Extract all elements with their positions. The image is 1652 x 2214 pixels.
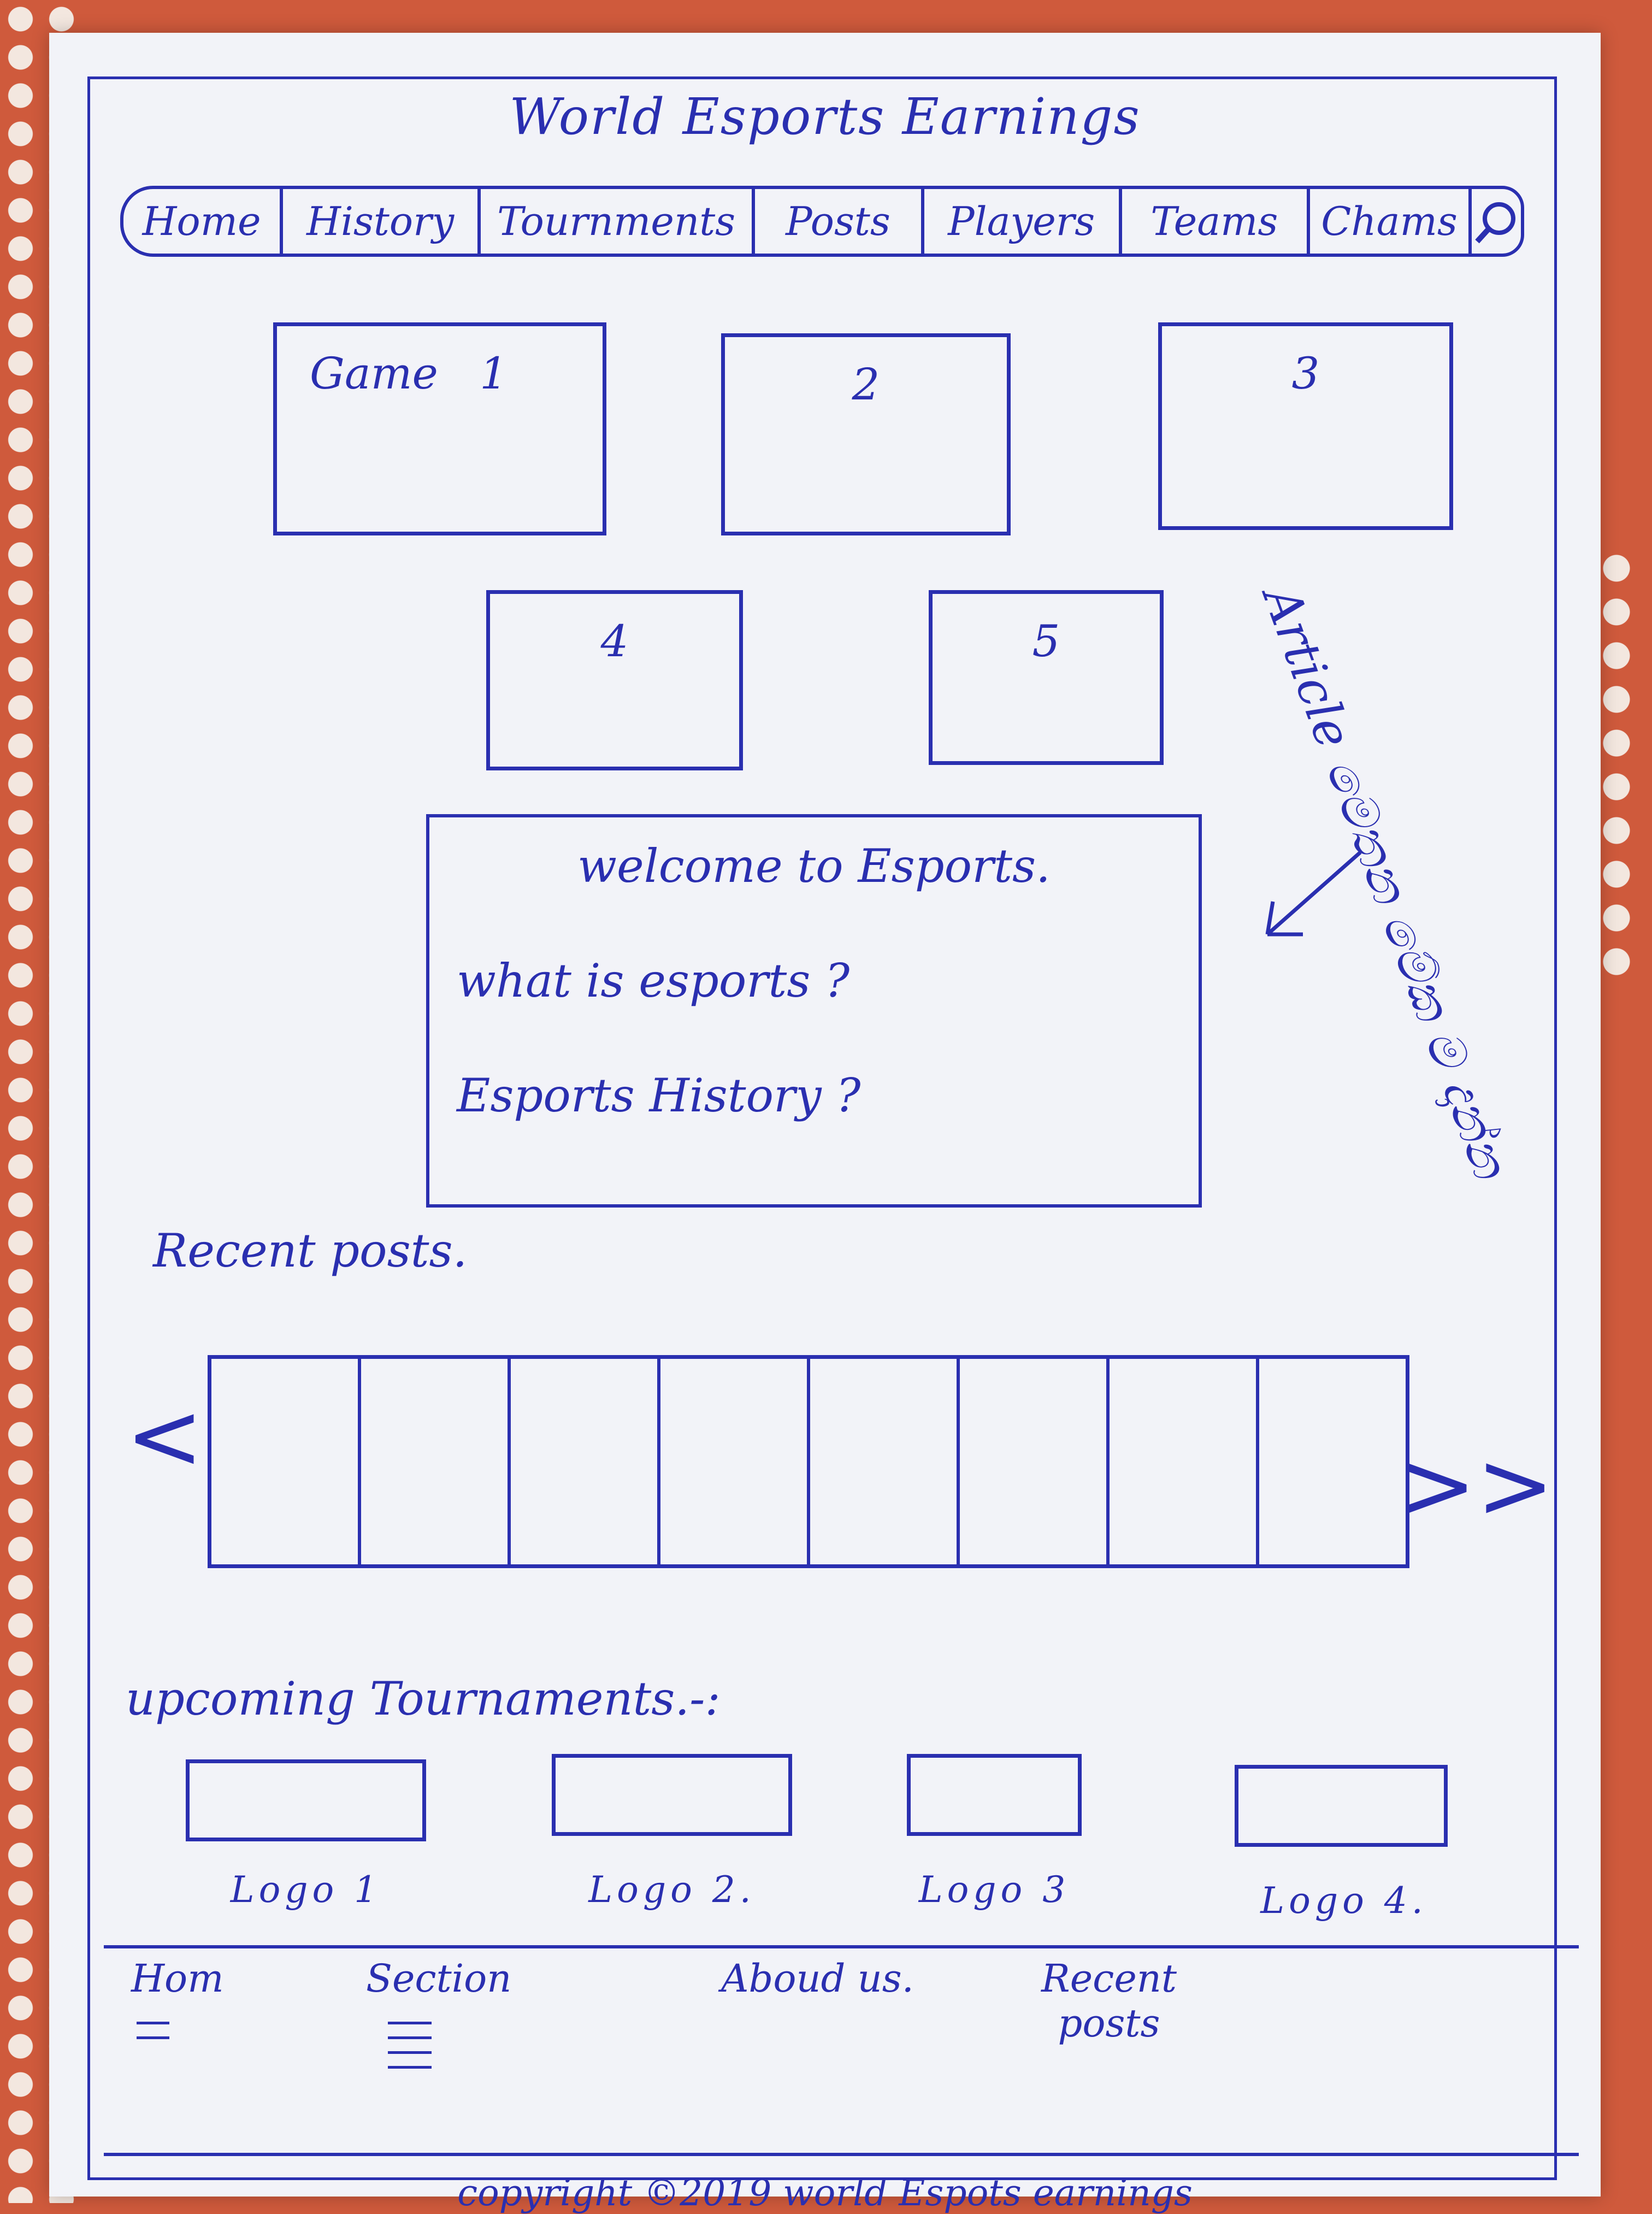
annotation-arrow	[1265, 851, 1362, 937]
game-card-5[interactable]: 5	[929, 590, 1164, 765]
post-card[interactable]	[511, 1359, 660, 1564]
game-card-label: 5	[1032, 616, 1060, 667]
game-card-label: 3	[1291, 348, 1320, 399]
carousel-next-button[interactable]: >>	[1399, 1432, 1554, 1540]
nav-item-home[interactable]: Home	[123, 189, 284, 254]
carousel-prev-button[interactable]: <	[126, 1382, 204, 1491]
footer-about-link[interactable]: Aboud us.	[721, 1956, 914, 2001]
footer-home-link[interactable]: Hom	[131, 1956, 224, 2001]
tournament-logo-2[interactable]	[552, 1754, 792, 1836]
tournament-logo-3[interactable]	[907, 1754, 1082, 1836]
page-frame	[87, 76, 1557, 2180]
recent-posts-title: Recent posts.	[153, 1224, 468, 1277]
game-card-2[interactable]: 2	[721, 333, 1011, 535]
tournament-logo-label: Logo 3	[918, 1869, 1070, 1911]
footer-recent-posts-link[interactable]: Recent posts	[1041, 1956, 1177, 2046]
post-card[interactable]	[361, 1359, 511, 1564]
search-icon	[1475, 202, 1515, 244]
game-card-label: Game 1	[310, 348, 508, 399]
game-card-label: 4	[600, 616, 629, 667]
tournament-logo-label: Logo 1	[230, 1869, 382, 1911]
post-card[interactable]	[960, 1359, 1110, 1564]
recent-posts-carousel	[208, 1355, 1409, 1568]
tournament-logo-4[interactable]	[1235, 1765, 1448, 1847]
post-card[interactable]	[1110, 1359, 1259, 1564]
nav-bar: Home History Tournments Posts Players Te…	[120, 186, 1524, 257]
footer-section-link[interactable]: Section	[366, 1956, 512, 2001]
copyright-divider	[104, 2153, 1579, 2156]
upcoming-tournaments-title: upcoming Tournaments.-:	[126, 1672, 721, 1726]
nav-item-tournaments[interactable]: Tournments	[481, 189, 756, 254]
copyright-text: copyright ©2019 world Espots earnings	[457, 2172, 1193, 2214]
nav-item-posts[interactable]: Posts	[755, 189, 924, 254]
tournament-logo-label: Logo 2.	[588, 1869, 756, 1911]
welcome-link-esports-history[interactable]: Esports History ?	[457, 1069, 861, 1122]
search-button[interactable]	[1472, 189, 1521, 254]
tournament-logo-label: Logo 4.	[1260, 1880, 1427, 1922]
welcome-title: welcome to Esports.	[577, 839, 1051, 893]
wireframe-sheet: World Esports Earnings Home History Tour…	[49, 33, 1601, 2214]
game-card-label: 2	[852, 359, 880, 410]
nav-item-teams[interactable]: Teams	[1122, 189, 1310, 254]
nav-item-history[interactable]: History	[283, 189, 481, 254]
post-card[interactable]	[810, 1359, 960, 1564]
nav-item-players[interactable]: Players	[924, 189, 1122, 254]
game-card-1[interactable]: Game 1	[273, 322, 606, 535]
post-card[interactable]	[211, 1359, 361, 1564]
game-card-3[interactable]: 3	[1158, 322, 1453, 530]
footer-divider	[104, 1945, 1579, 1948]
post-card[interactable]	[660, 1359, 810, 1564]
welcome-article: welcome to Esports. what is esports ? Es…	[426, 814, 1202, 1208]
tournament-logo-1[interactable]	[186, 1759, 426, 1841]
nav-item-chams[interactable]: Chams	[1310, 189, 1472, 254]
game-card-4[interactable]: 4	[486, 590, 743, 770]
footer-section-lines	[388, 2022, 432, 2081]
page-title: World Esports Earnings	[509, 87, 1141, 146]
footer-home-lines	[137, 2022, 169, 2051]
post-card[interactable]	[1259, 1359, 1406, 1564]
welcome-link-what-is-esports[interactable]: what is esports ?	[457, 954, 850, 1008]
